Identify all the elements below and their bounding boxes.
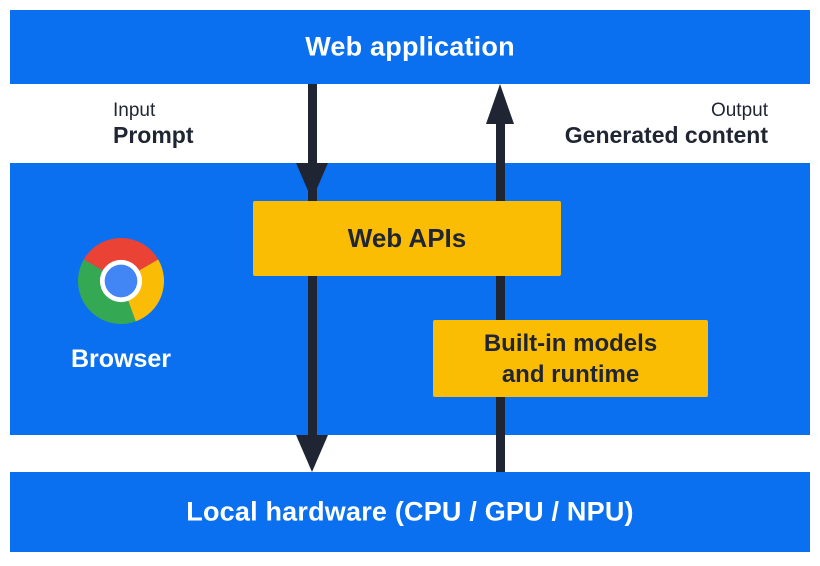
prompt-down-arrowhead-bottom (296, 435, 328, 472)
chrome-icon (78, 238, 164, 324)
builtin-models-box-label-line2: and runtime (501, 360, 640, 388)
input-value-label: Prompt (113, 122, 194, 148)
web-apis-box-label: Web APIs (347, 223, 467, 253)
builtin-models-box: Built-in models and runtime (433, 320, 708, 397)
web-application-layer: Web application (10, 10, 810, 84)
generated-content-up-arrowhead (486, 84, 514, 124)
output-value-label: Generated content (564, 122, 768, 148)
input-label-group: Input Prompt (113, 99, 194, 149)
local-hardware-label: Local hardware (CPU / GPU / NPU) (186, 496, 634, 527)
input-label: Input (113, 100, 156, 121)
web-apis-box: Web APIs (253, 201, 561, 276)
browser-label: Browser (70, 345, 172, 373)
output-label-group: Output Generated content (565, 99, 768, 149)
local-hardware-layer: Local hardware (CPU / GPU / NPU) (10, 472, 810, 552)
web-application-label: Web application (305, 31, 515, 62)
generated-content-up-arrow-line (496, 118, 505, 472)
builtin-models-box-label-line1: Built-in models (483, 329, 658, 357)
output-label: Output (710, 100, 768, 121)
prompt-down-arrowhead-top (296, 163, 328, 200)
